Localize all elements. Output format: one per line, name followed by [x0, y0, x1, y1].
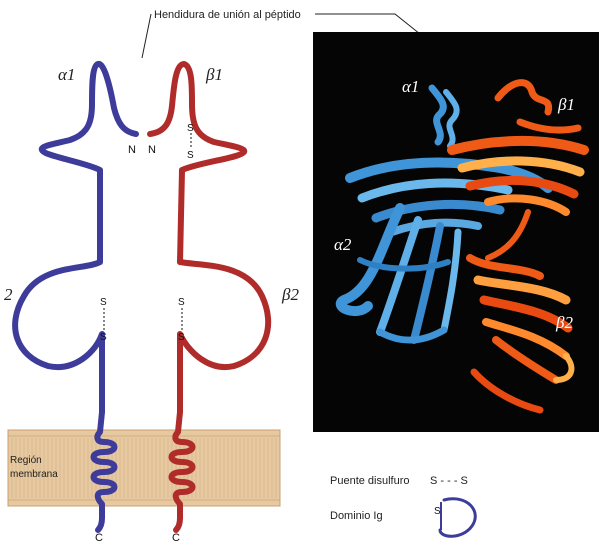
peptide-cleft-label: Hendidura de unión al péptido	[154, 9, 301, 21]
alpha2-disulfide-s-top: S	[100, 297, 107, 308]
alpha1-label-structure: α1	[402, 77, 419, 96]
legend-disulfide-label: Puente disulfuro	[330, 475, 410, 487]
membrane-label-line-2: membrana	[10, 469, 58, 480]
legend-ig-label: Dominio Ig	[330, 510, 383, 522]
beta1-domain-path	[150, 64, 244, 262]
alpha2-label-structure: α2	[334, 235, 352, 254]
legend-disulfide-symbol: S - - - S	[430, 475, 468, 487]
beta-c-terminus-label: C	[172, 532, 180, 544]
alpha2-label-schematic: 2	[4, 285, 13, 304]
alpha2-disulfide-s-bottom: S	[100, 332, 107, 343]
alpha-n-terminus-label: N	[128, 144, 136, 156]
alpha1-domain-path	[42, 64, 136, 262]
beta1-disulfide-s-bottom: S	[187, 150, 194, 161]
beta1-label-structure: β1	[557, 95, 575, 114]
membrane-region	[8, 430, 280, 506]
membrane-label-line-1: Región	[10, 455, 42, 466]
legend-ig-loop-icon	[440, 499, 475, 536]
legend-ig-s-label: S	[434, 506, 441, 517]
alpha-c-terminus-label: C	[95, 532, 103, 544]
beta2-disulfide-s-bottom: S	[178, 332, 185, 343]
beta2-ig-loop-path	[180, 262, 268, 412]
beta1-label-schematic: β1	[205, 65, 223, 84]
alpha2-ig-loop-path	[15, 262, 102, 412]
beta2-label-schematic: β2	[281, 285, 299, 304]
legend: Puente disulfuro S - - - S Dominio Ig S	[330, 475, 475, 536]
beta1-disulfide-s-top: S	[187, 123, 194, 134]
alpha1-label-schematic: α1	[58, 65, 75, 84]
ribbon-structure-panel: α1 β1 α2 β2	[313, 32, 599, 432]
beta2-label-structure: β2	[555, 313, 573, 332]
beta2-disulfide-s-top: S	[178, 297, 185, 308]
beta-n-terminus-label: N	[148, 144, 156, 156]
